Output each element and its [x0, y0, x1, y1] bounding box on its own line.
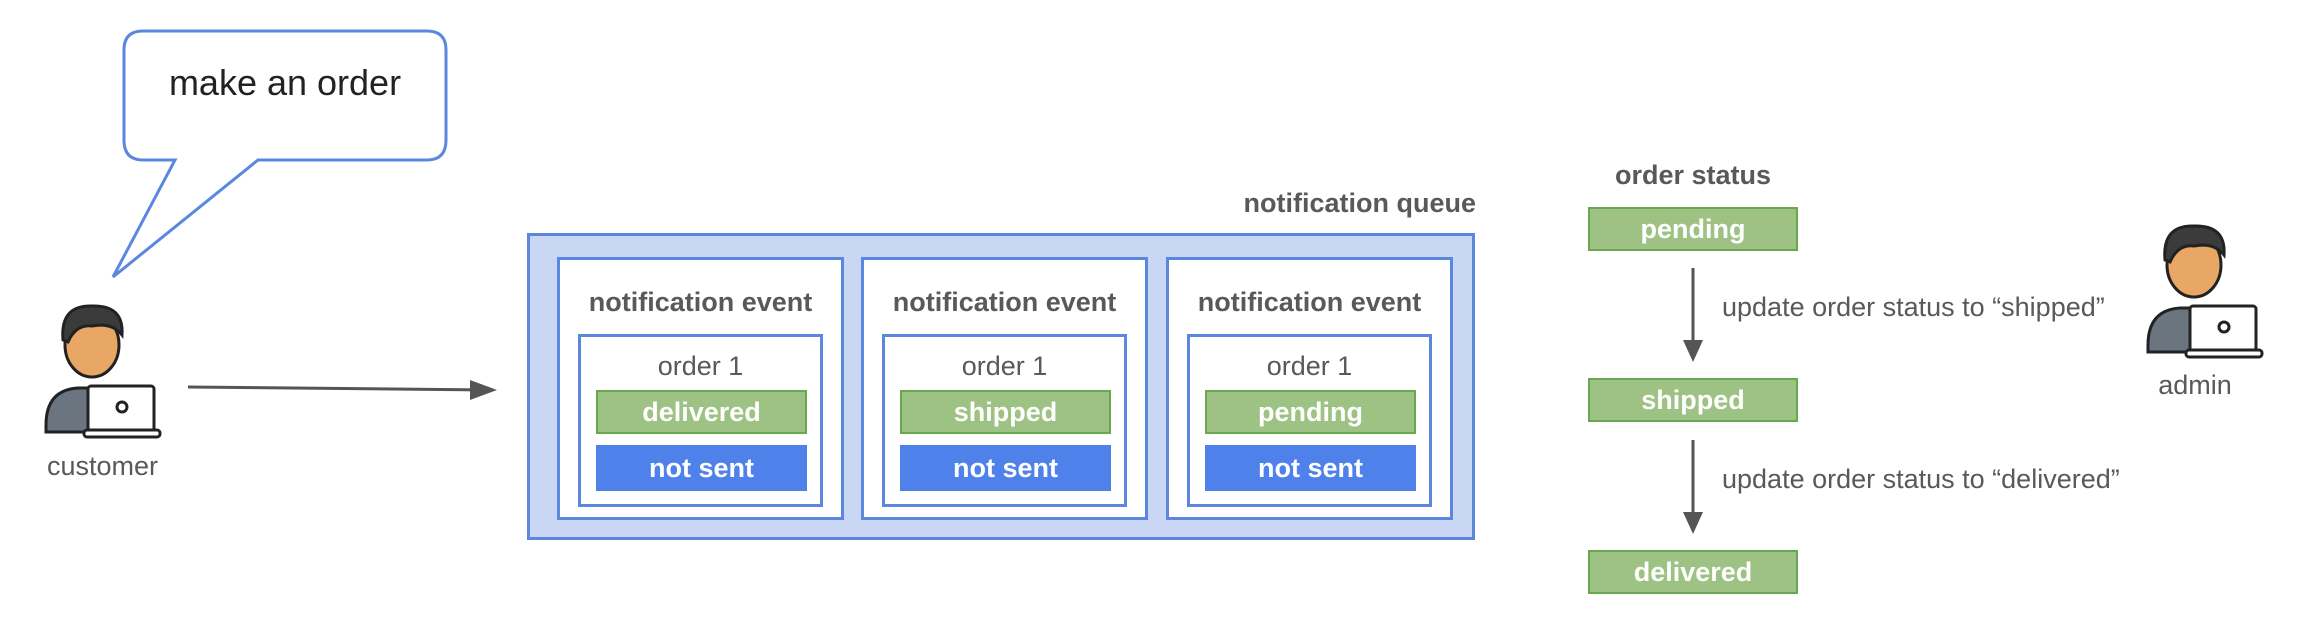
status-shipped: shipped	[1588, 378, 1798, 422]
status-delivered: delivered	[1588, 550, 1798, 594]
notification-sent-badge: not sent	[900, 445, 1111, 491]
order-status-heading: order status	[1614, 160, 1772, 190]
speech-bubble-outline	[111, 29, 448, 279]
speech-bubble-text: make an order	[168, 62, 402, 103]
order-status-badge: shipped	[900, 390, 1111, 434]
admin-person-icon	[2146, 224, 2264, 359]
order-card: order 1 delivered not sent	[578, 334, 823, 507]
event-title: notification event	[892, 287, 1117, 317]
admin-label: admin	[2158, 370, 2232, 400]
notification-sent-badge: not sent	[596, 445, 807, 491]
transition-label-delivered: update order status to “delivered”	[1722, 464, 2120, 494]
order-label: order 1	[961, 351, 1048, 381]
queue-title: notification queue	[1243, 188, 1477, 218]
order-card: order 1 pending not sent	[1187, 334, 1432, 507]
notification-event: notification event order 1 pending not s…	[1166, 257, 1453, 520]
order-card: order 1 shipped not sent	[882, 334, 1127, 507]
notification-event: notification event order 1 delivered not…	[557, 257, 844, 520]
arrowhead	[470, 380, 497, 400]
order-status-badge: pending	[1205, 390, 1416, 434]
event-title: notification event	[588, 287, 813, 317]
event-title: notification event	[1197, 287, 1422, 317]
customer-person-icon	[44, 304, 162, 439]
notification-event: notification event order 1 shipped not s…	[861, 257, 1148, 520]
order-status-badge: delivered	[596, 390, 807, 434]
status-pending: pending	[1588, 207, 1798, 251]
order-label: order 1	[657, 351, 744, 381]
customer-to-queue-arrow	[187, 385, 491, 392]
customer-label: customer	[46, 451, 159, 481]
notification-sent-badge: not sent	[1205, 445, 1416, 491]
order-label: order 1	[1266, 351, 1353, 381]
transition-label-shipped: update order status to “shipped”	[1722, 292, 2105, 322]
arrowhead	[1683, 340, 1703, 362]
arrowhead	[1683, 512, 1703, 534]
